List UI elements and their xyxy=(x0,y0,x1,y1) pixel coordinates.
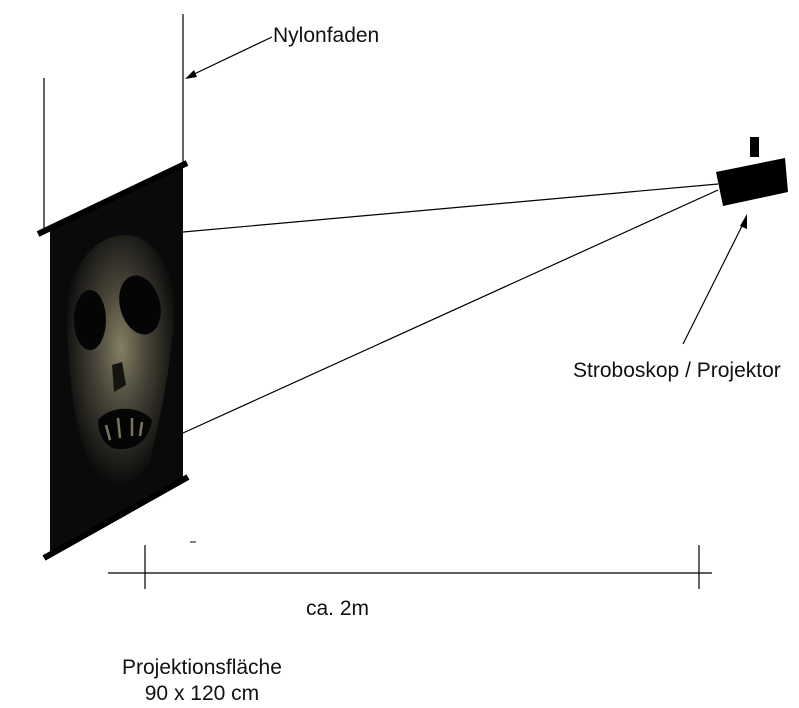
beam-lower xyxy=(183,190,718,433)
arrow-nylon xyxy=(185,37,272,79)
label-screen-name: Projektionsfläche xyxy=(122,655,282,681)
label-screen: Projektionsfläche 90 x 120 cm xyxy=(122,655,282,708)
label-strobe-projector: Stroboskop / Projektor xyxy=(573,360,781,381)
distance-dimension xyxy=(108,545,712,589)
arrow-strobe xyxy=(683,214,747,344)
projection-screen xyxy=(38,163,188,558)
skull-eye-left xyxy=(74,290,106,350)
beam-upper xyxy=(183,184,718,232)
label-distance: ca. 2m xyxy=(306,598,369,619)
label-nylon-thread: Nylonfaden xyxy=(273,25,379,46)
strobe-projector xyxy=(716,137,788,206)
label-screen-size: 90 x 120 cm xyxy=(122,681,282,707)
